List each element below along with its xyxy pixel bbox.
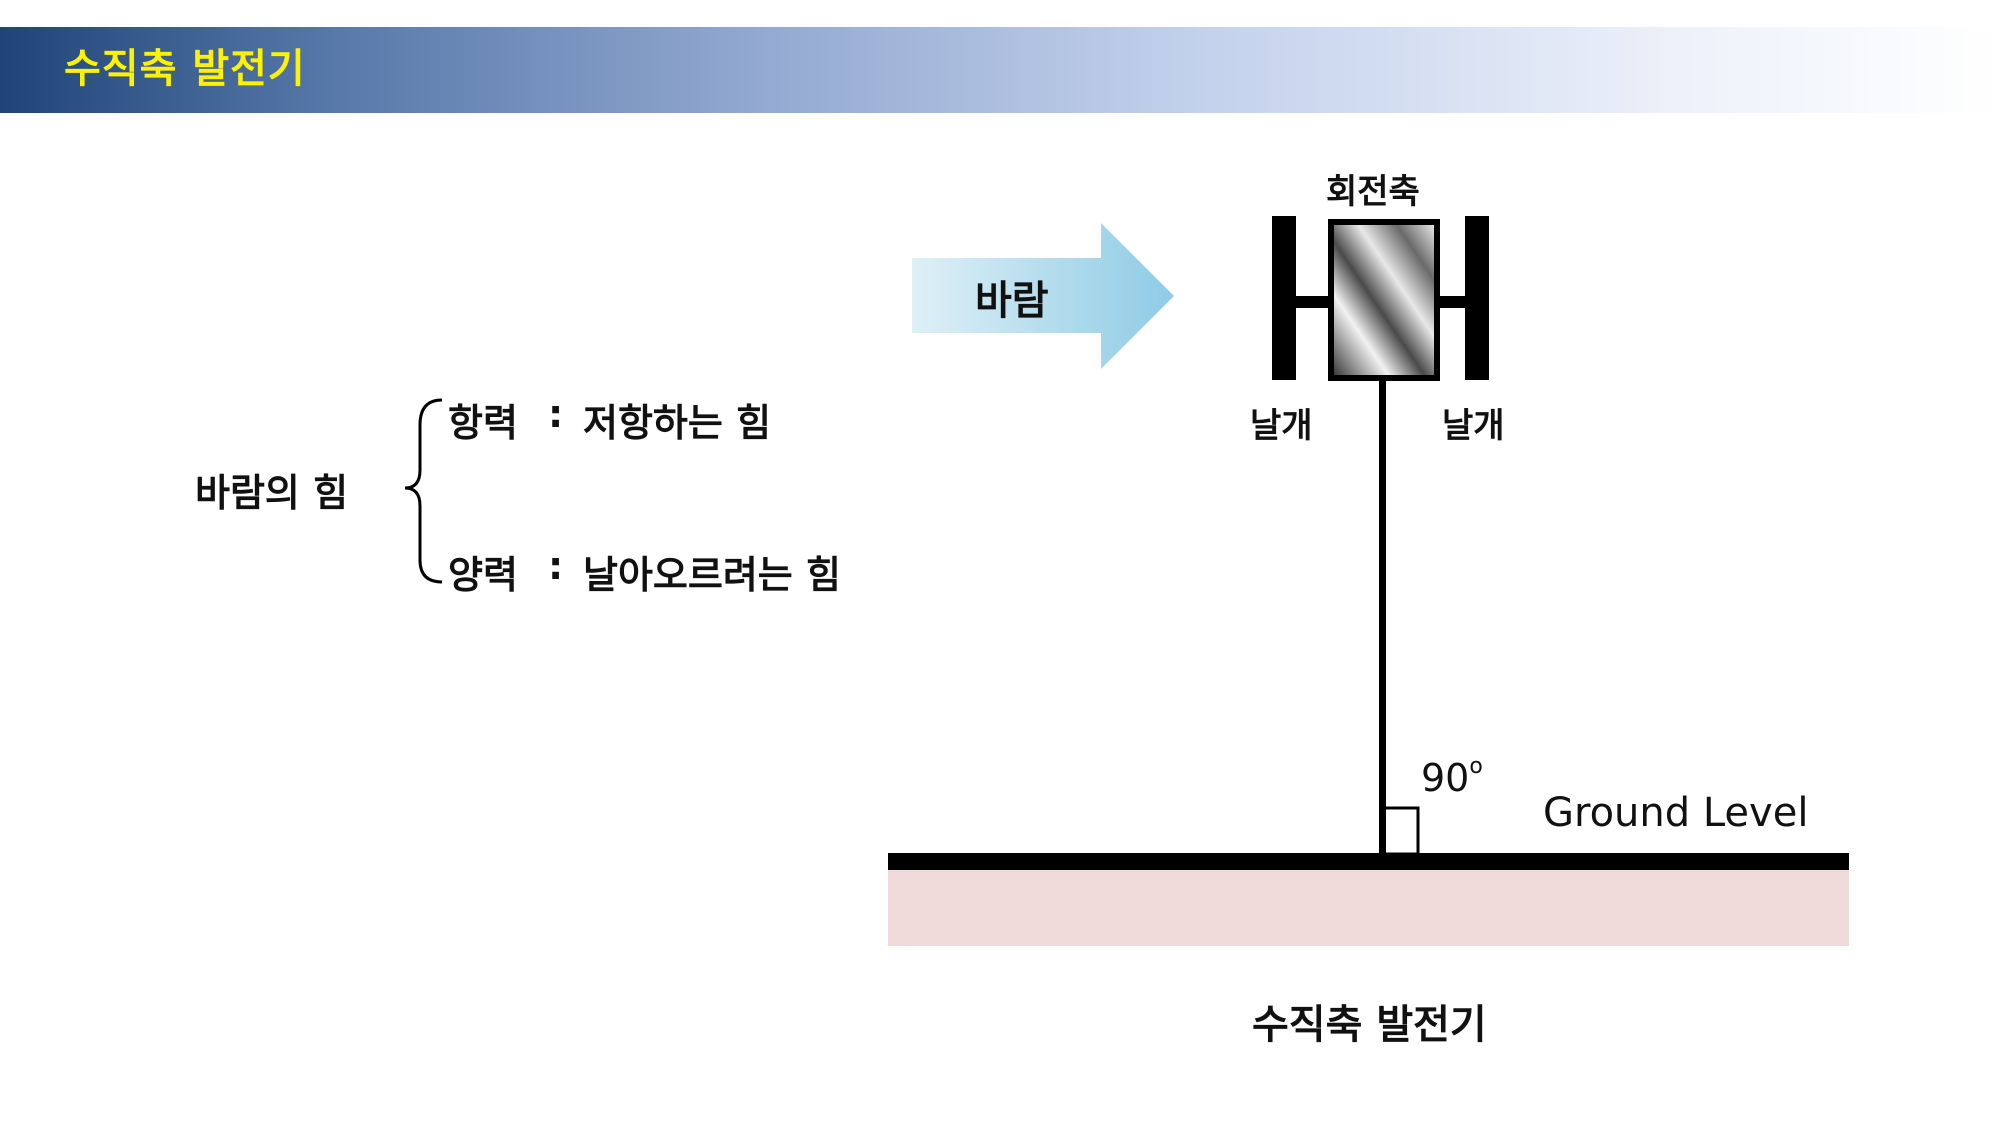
page-title: 수직축 발전기 [64,46,306,92]
rotation-axis-label: 회전축 [1326,172,1420,212]
wind-label: 바람 [975,278,1049,324]
lift-separator: : [548,544,564,588]
wind-force-label: 바람의 힘 [195,471,349,515]
arm-left [1296,296,1332,308]
blade-left [1272,216,1296,380]
diagram-caption: 수직축 발전기 [1252,1002,1487,1048]
right-angle-mark [1382,806,1420,856]
title-bar: 수직축 발전기 [0,27,2000,113]
blade-right-label: 날개 [1442,406,1505,446]
force-brace [404,398,443,584]
ground-level-label: Ground Level [1543,790,1809,836]
angle-value: 90 [1421,756,1470,800]
wind-arrow [912,223,1174,369]
angle-unit: o [1469,754,1483,779]
lift-description: 날아오르려는 힘 [583,553,841,597]
drag-separator: : [548,392,564,436]
ground-line [888,853,1849,870]
drag-description: 저항하는 힘 [583,401,772,445]
ground-area [888,870,1849,946]
blade-left-label: 날개 [1250,406,1313,446]
lift-label: 양력 [448,553,518,597]
angle-label: 90o [1421,754,1483,800]
drag-label: 항력 [448,401,518,445]
rotor-shaft [1328,219,1440,381]
blade-right [1465,216,1489,380]
tower-pole [1379,378,1386,860]
